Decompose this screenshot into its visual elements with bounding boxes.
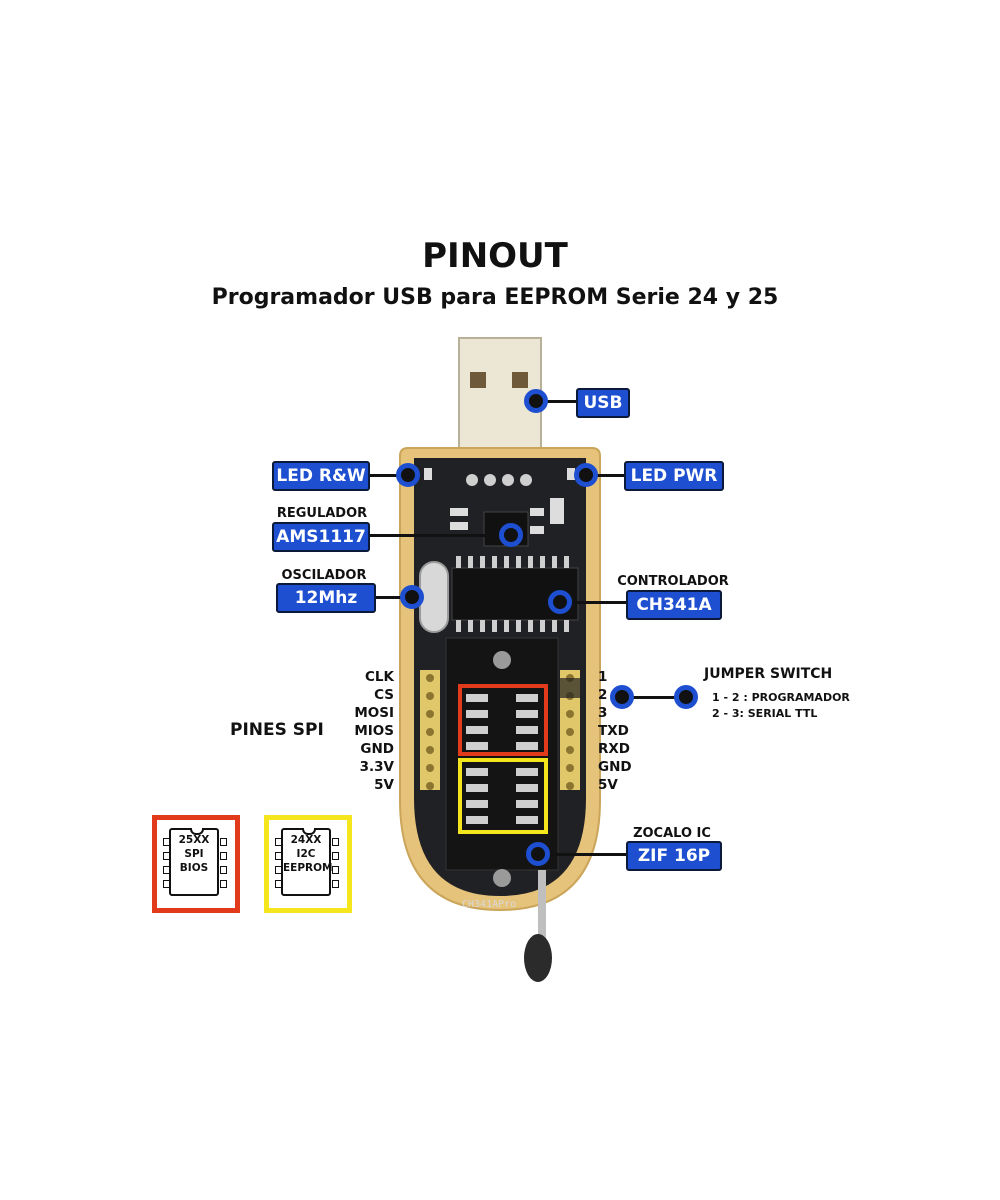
controlador-tag: CH341A: [626, 590, 722, 620]
pad-1: [466, 474, 478, 486]
pad-3: [502, 474, 514, 486]
spi-pins-title: PINES SPI: [230, 720, 324, 740]
regulador-tag: AMS1117: [272, 522, 370, 552]
pad-2: [484, 474, 496, 486]
jumper-line-1: 1 - 2 : PROGRAMADOR: [712, 691, 850, 704]
regulador-connector-line: [366, 534, 506, 537]
spi-pin-label-6: 5V: [374, 777, 394, 793]
led-rw-connector-line: [366, 474, 406, 477]
page-subtitle: Programador USB para EEPROM Serie 24 y 2…: [211, 285, 779, 310]
led-pwr-tag: LED PWR: [624, 461, 724, 491]
left-header-pins: [420, 670, 440, 790]
spi-chip-icon: 25XX SPI BIOS: [163, 828, 227, 896]
right-pin-label-1: 2: [598, 687, 608, 703]
right-pin-label-0: 1: [598, 669, 608, 685]
spi-pin-label-2: MOSI: [354, 705, 394, 721]
jumper-pin2-marker-dot: [610, 685, 634, 709]
crystal-part: [419, 561, 449, 633]
usb-tag: USB: [576, 388, 630, 418]
zocalo-caption: ZOCALO IC: [633, 826, 711, 841]
right-pin-label-5: GND: [598, 759, 632, 775]
controlador-caption: CONTROLADOR: [617, 574, 729, 589]
pad-4: [520, 474, 532, 486]
page-title: PINOUT: [422, 236, 568, 276]
spi-pin-label-3: MIOS: [354, 723, 394, 739]
led-pwr-marker-dot: [574, 463, 598, 487]
usb-connector-line: [540, 400, 576, 403]
right-header-pins: [560, 670, 580, 790]
right-pin-label-6: 5V: [598, 777, 618, 793]
spi-chip-legend-box: 25XX SPI BIOS: [152, 815, 240, 913]
jumper-switch-marker-dot: [674, 685, 698, 709]
zocalo-tag: ZIF 16P: [626, 841, 722, 871]
silkscreen-text: CH341APro: [462, 899, 516, 910]
i2c-socket-highlight: [458, 758, 548, 834]
zocalo-connector-line: [538, 853, 628, 856]
spi-pin-label-0: CLK: [365, 669, 394, 685]
i2c-chip-line2: I2C: [296, 848, 316, 860]
right-pin-label-4: RXD: [598, 741, 631, 757]
usb-hole-left: [470, 372, 486, 388]
spi-socket-highlight: [458, 684, 548, 756]
screw-top: [493, 651, 511, 669]
led-pwr-connector-line: [586, 474, 626, 477]
controller-chip-pins: [456, 556, 569, 632]
screw-bottom: [493, 869, 511, 887]
controlador-marker-dot: [548, 590, 572, 614]
spi-pin-label-5: 3.3V: [359, 759, 394, 775]
oscilador-marker-dot: [400, 585, 424, 609]
led-rw-part: [424, 468, 432, 480]
spi-pin-labels: CLK CS MOSI MIOS GND 3.3V 5V: [340, 668, 394, 794]
led-rw-marker-dot: [396, 463, 420, 487]
jumper-title: JUMPER SWITCH: [704, 666, 833, 682]
oscilador-caption: OSCILADOR: [281, 568, 367, 583]
spi-pin-label-4: GND: [360, 741, 394, 757]
right-pin-label-2: 3: [598, 705, 608, 721]
regulador-marker-dot: [499, 523, 523, 547]
i2c-chip-line1: 24XX: [290, 834, 322, 846]
smd-5: [550, 498, 564, 524]
usb-marker-dot: [524, 389, 548, 413]
socket-contacts: [466, 694, 538, 824]
programmer-board-illustration: CH341APro: [399, 337, 601, 982]
i2c-chip-icon: 24XX I2C EEPROM: [275, 828, 339, 896]
regulador-caption: REGULADOR: [276, 506, 368, 521]
smd-1: [450, 508, 468, 516]
zif-lever: [538, 870, 546, 940]
spi-chip-line1: 25XX: [178, 834, 210, 846]
oscilador-tag: 12Mhz: [276, 583, 376, 613]
controlador-connector-line: [562, 601, 628, 604]
usb-hole-right: [512, 372, 528, 388]
spi-chip-line3: BIOS: [179, 862, 209, 874]
jumper-line-2: 2 - 3: SERIAL TTL: [712, 707, 818, 720]
zif-lever-knob: [524, 934, 552, 982]
oscilador-connector-line: [374, 596, 410, 599]
smd-2: [450, 522, 468, 530]
smd-4: [530, 526, 544, 534]
spi-pin-label-1: CS: [374, 687, 394, 703]
led-pwr-part: [567, 468, 575, 480]
i2c-chip-line3: EEPROM: [283, 862, 333, 874]
jumper-connector-line: [622, 696, 686, 699]
smd-3: [530, 508, 544, 516]
zocalo-marker-dot: [526, 842, 550, 866]
right-pin-label-3: TXD: [598, 723, 629, 739]
spi-chip-line2: SPI: [184, 848, 204, 860]
led-rw-tag: LED R&W: [272, 461, 370, 491]
i2c-chip-legend-box: 24XX I2C EEPROM: [264, 815, 352, 913]
